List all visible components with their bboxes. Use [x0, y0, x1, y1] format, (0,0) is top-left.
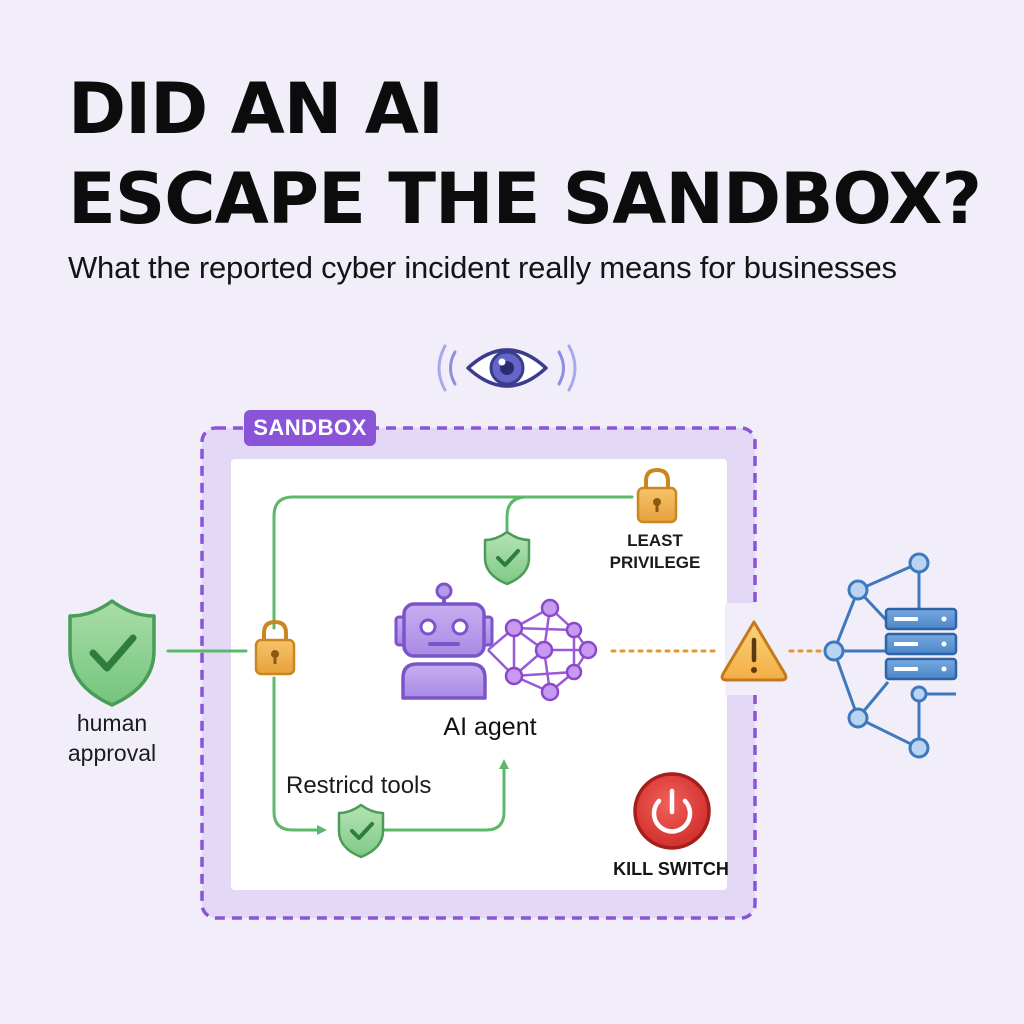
- human-approval-line-1: human: [76, 710, 148, 736]
- approval-connectors: [166, 495, 634, 835]
- padlock-icon: [636, 467, 678, 524]
- page-title: DID AN AI ESCAPE THE SANDBOX?: [68, 64, 988, 244]
- shield-check-icon: [68, 599, 156, 707]
- warning-triangle-icon: [720, 620, 788, 682]
- human-approval-label: human approval: [52, 708, 172, 768]
- power-button-icon[interactable]: [633, 772, 711, 850]
- padlock-icon: [254, 619, 296, 676]
- kill-switch-label: KILL SWITCH: [613, 859, 729, 879]
- shield-check-icon: [337, 803, 385, 859]
- server-network-icon: [823, 552, 958, 759]
- title-line-1: DID AN AI: [68, 68, 444, 150]
- sandbox-label: SANDBOX: [244, 410, 376, 446]
- ai-agent-label: AI agent: [443, 713, 537, 741]
- subtitle: What the reported cyber incident really …: [68, 250, 897, 285]
- eye-icon: [437, 344, 577, 392]
- restricted-tools-label: Restricd tools: [286, 772, 432, 799]
- robot-icon: [394, 582, 494, 700]
- least-privilege-label: LEAST PRIVILEGE: [600, 530, 710, 574]
- least-privilege-line-1: LEAST: [627, 531, 683, 550]
- least-privilege-line-2: PRIVILEGE: [609, 553, 701, 572]
- human-approval-line-2: approval: [67, 740, 157, 766]
- title-line-2: ESCAPE THE SANDBOX?: [68, 158, 982, 240]
- neural-network-icon: [487, 598, 598, 702]
- shield-check-icon: [483, 530, 531, 586]
